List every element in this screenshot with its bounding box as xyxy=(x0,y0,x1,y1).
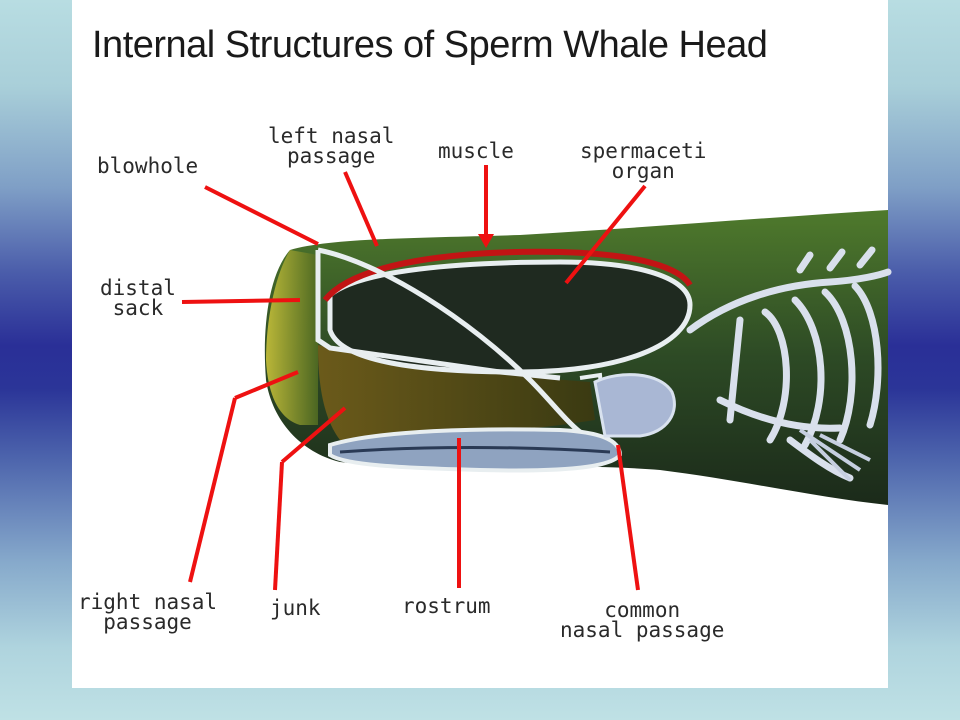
label-left-nasal-passage: left nasal passage xyxy=(268,124,395,168)
pointer-lines xyxy=(181,165,647,591)
pointer-common-nasal-passage xyxy=(616,444,640,591)
rostrum-line xyxy=(339,446,611,454)
flipper xyxy=(798,428,871,482)
pointer-distal-sack xyxy=(181,298,301,304)
pointer-right-nasal-passage xyxy=(188,397,237,583)
nasal-diagonal xyxy=(317,247,582,434)
label-spermaceti-organ: spermaceti organ xyxy=(580,139,707,183)
spermaceti-organ-shape xyxy=(327,259,693,375)
label-blowhole: blowhole xyxy=(97,154,199,178)
pointer-junk xyxy=(273,461,284,591)
pointer-left-nasal-passage xyxy=(343,171,379,247)
muscle-band xyxy=(322,248,693,302)
skull-shape xyxy=(593,373,676,438)
label-right-nasal-passage: right nasal passage xyxy=(78,590,218,634)
junk-region xyxy=(318,345,595,440)
label-distal-sack: distal sack xyxy=(100,276,176,320)
skeleton xyxy=(686,246,892,482)
pointer-spermaceti-organ xyxy=(564,184,647,285)
snout xyxy=(266,250,318,425)
label-junk: junk xyxy=(270,596,321,620)
muscle-arrowhead xyxy=(478,234,494,248)
left-nasal-passage-line xyxy=(315,250,561,381)
diagram-title: Internal Structures of Sperm Whale Head xyxy=(92,24,768,66)
label-common-nasal-passage: common nasal passage xyxy=(560,598,725,642)
label-muscle: muscle xyxy=(438,139,514,163)
pointer-blowhole xyxy=(204,185,319,246)
label-rostrum: rostrum xyxy=(402,594,491,618)
